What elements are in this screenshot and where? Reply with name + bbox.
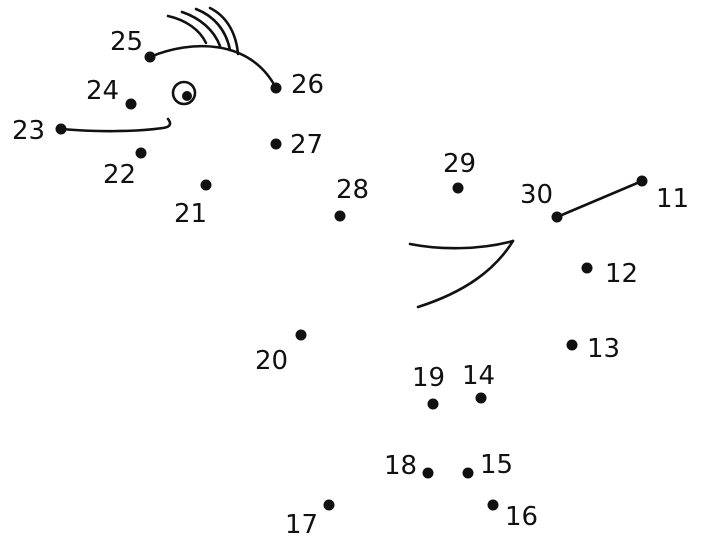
dot-marker[interactable] (323, 499, 335, 511)
dot-label: 25 (110, 27, 143, 57)
dot-marker[interactable] (55, 123, 67, 135)
dot-label: 28 (336, 175, 369, 205)
dot-19[interactable]: 19 (412, 363, 445, 410)
crest-feather-1 (166, 14, 208, 45)
dot-label: 21 (174, 199, 207, 229)
dot-marker[interactable] (200, 179, 212, 191)
dot-marker[interactable] (566, 339, 578, 351)
dot-label: 11 (656, 184, 689, 214)
dot-24[interactable]: 24 (86, 76, 137, 110)
dot-marker[interactable] (295, 329, 307, 341)
dot-13[interactable]: 13 (566, 334, 621, 364)
dot-22[interactable]: 22 (103, 147, 147, 191)
dot-28[interactable]: 28 (334, 175, 370, 222)
dot-marker[interactable] (270, 138, 282, 150)
dot-26[interactable]: 26 (270, 70, 325, 100)
eye-icon (171, 80, 197, 106)
wing-top-line (408, 239, 515, 250)
dot-17[interactable]: 17 (285, 499, 335, 538)
dot-23[interactable]: 23 (12, 116, 67, 146)
dot-marker[interactable] (125, 98, 137, 110)
dot-label: 14 (462, 361, 495, 391)
dot-marker[interactable] (427, 398, 439, 410)
crest-feather-2 (180, 10, 222, 48)
dot-label: 30 (520, 180, 553, 210)
dot-marker[interactable] (475, 392, 487, 404)
dot-label: 29 (443, 149, 476, 179)
dot-16[interactable]: 16 (487, 499, 539, 533)
dot-18[interactable]: 18 (384, 451, 434, 481)
crest-feather-3 (194, 7, 232, 52)
dot-marker[interactable] (135, 147, 147, 159)
head-top-curve (148, 44, 278, 90)
dot-11[interactable]: 11 (636, 175, 690, 215)
dot-label: 15 (480, 450, 513, 480)
dot-label: 20 (255, 346, 288, 376)
dot-15[interactable]: 15 (462, 450, 514, 480)
dot-marker[interactable] (551, 211, 563, 223)
dot-marker[interactable] (144, 51, 156, 63)
dot-12[interactable]: 12 (581, 259, 639, 289)
dot-marker[interactable] (422, 467, 434, 479)
dot-label: 24 (86, 76, 119, 106)
dot-label: 23 (12, 116, 45, 146)
dot-marker[interactable] (334, 210, 346, 222)
dot-21[interactable]: 21 (174, 179, 212, 230)
dot-25[interactable]: 25 (110, 27, 156, 63)
dot-label: 26 (291, 70, 324, 100)
dot-label: 13 (587, 334, 620, 364)
crest-feather-4 (208, 6, 240, 56)
wing-curve (416, 239, 515, 309)
dot-label: 27 (290, 130, 323, 160)
dot-marker[interactable] (452, 182, 464, 194)
dot-14[interactable]: 14 (462, 361, 495, 404)
beak-line (59, 117, 172, 133)
pre-drawn-lines (59, 6, 644, 309)
tail-line (555, 179, 644, 219)
dot-label: 12 (605, 259, 638, 289)
dot-label: 17 (285, 510, 318, 538)
dot-marker[interactable] (636, 175, 648, 187)
dot-marker[interactable] (462, 467, 474, 479)
dot-label: 19 (412, 363, 445, 393)
dot-30[interactable]: 30 (520, 180, 563, 223)
dot-label: 22 (103, 160, 136, 190)
dot-label: 18 (384, 451, 417, 481)
dot-marker[interactable] (270, 82, 282, 94)
dot-marker[interactable] (487, 499, 499, 511)
dot-label: 16 (505, 502, 538, 532)
dot-20[interactable]: 20 (255, 329, 307, 377)
dot-29[interactable]: 29 (443, 149, 476, 194)
numbered-dots: 11 12 13 14 15 16 17 18 (12, 27, 689, 538)
dot-27[interactable]: 27 (270, 130, 324, 160)
dot-marker[interactable] (581, 262, 593, 274)
